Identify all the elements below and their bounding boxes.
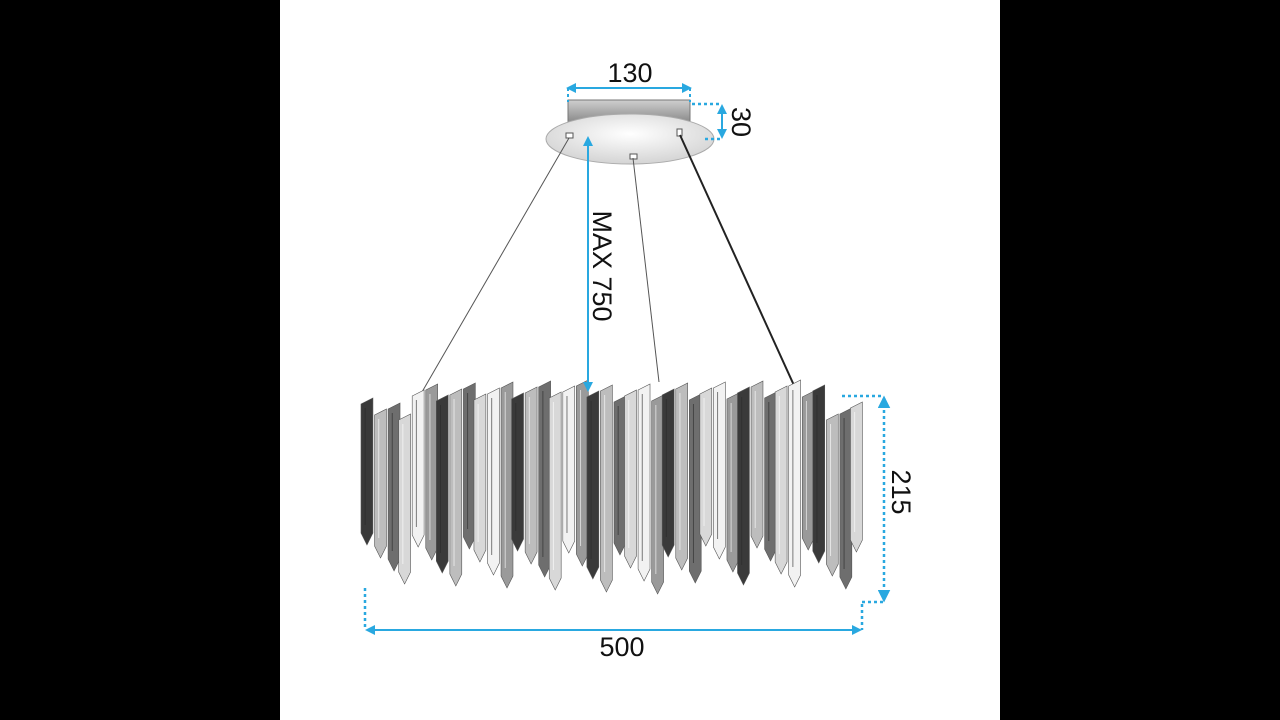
crystal-prism bbox=[548, 391, 562, 591]
crystal-prism bbox=[524, 386, 538, 565]
shade-height-label: 215 bbox=[886, 469, 916, 514]
crystal-prism bbox=[435, 394, 449, 574]
max-drop-label: MAX 750 bbox=[587, 210, 617, 321]
crystal-prism bbox=[661, 388, 675, 558]
shade-width-label: 500 bbox=[599, 632, 644, 662]
crystal-prism bbox=[737, 386, 750, 586]
crystal-prism bbox=[387, 402, 401, 572]
crystal-prism bbox=[411, 389, 425, 548]
crystal-prism bbox=[651, 394, 664, 595]
crystal-prism bbox=[449, 388, 463, 587]
crystal-prism bbox=[688, 393, 702, 584]
crystal-prism bbox=[713, 381, 726, 560]
dimension-shade-width: 500 bbox=[363, 588, 864, 662]
crystal-prism bbox=[473, 393, 487, 563]
crystal-prism bbox=[613, 395, 627, 556]
crystal-prism bbox=[538, 380, 551, 578]
crystal-prism bbox=[487, 387, 500, 576]
crystal-prism bbox=[750, 380, 764, 549]
crystal-prism bbox=[600, 384, 613, 593]
crystal-prism bbox=[511, 392, 524, 552]
crystal-prism bbox=[360, 397, 374, 546]
crystal-prism bbox=[850, 401, 863, 553]
crystal-prism bbox=[839, 407, 853, 590]
crystal-prism bbox=[425, 383, 438, 561]
dimension-max-drop: MAX 750 bbox=[583, 136, 617, 392]
crystal-prism bbox=[764, 391, 777, 562]
crystal-prism bbox=[812, 384, 826, 564]
dimension-canopy-height: 30 bbox=[692, 102, 756, 141]
dimension-canopy-width: 130 bbox=[566, 58, 692, 102]
dimension-shade-height: 215 bbox=[842, 394, 916, 604]
crystal-prism bbox=[788, 379, 801, 588]
canopy-width-label: 130 bbox=[607, 58, 652, 88]
crystal-prism bbox=[675, 382, 688, 571]
crystal-prism bbox=[726, 392, 740, 573]
crystal-prism bbox=[576, 379, 589, 567]
suspension-wires bbox=[421, 134, 798, 393]
crystal-prism bbox=[586, 390, 600, 580]
crystal-prism bbox=[826, 413, 839, 577]
crystal-prism bbox=[801, 390, 815, 551]
crystal-prism bbox=[374, 408, 387, 559]
crystal-prism bbox=[699, 387, 713, 547]
canopy-height-label: 30 bbox=[726, 107, 756, 137]
crystal-prism bbox=[500, 381, 514, 589]
crystal-prism bbox=[624, 389, 637, 569]
crystal-prism bbox=[398, 413, 411, 585]
crystal-prism bbox=[637, 383, 651, 582]
crystal-prism bbox=[562, 385, 576, 554]
crystal-shade bbox=[360, 379, 863, 595]
crystal-prism bbox=[463, 382, 476, 550]
crystal-prism bbox=[774, 385, 788, 575]
